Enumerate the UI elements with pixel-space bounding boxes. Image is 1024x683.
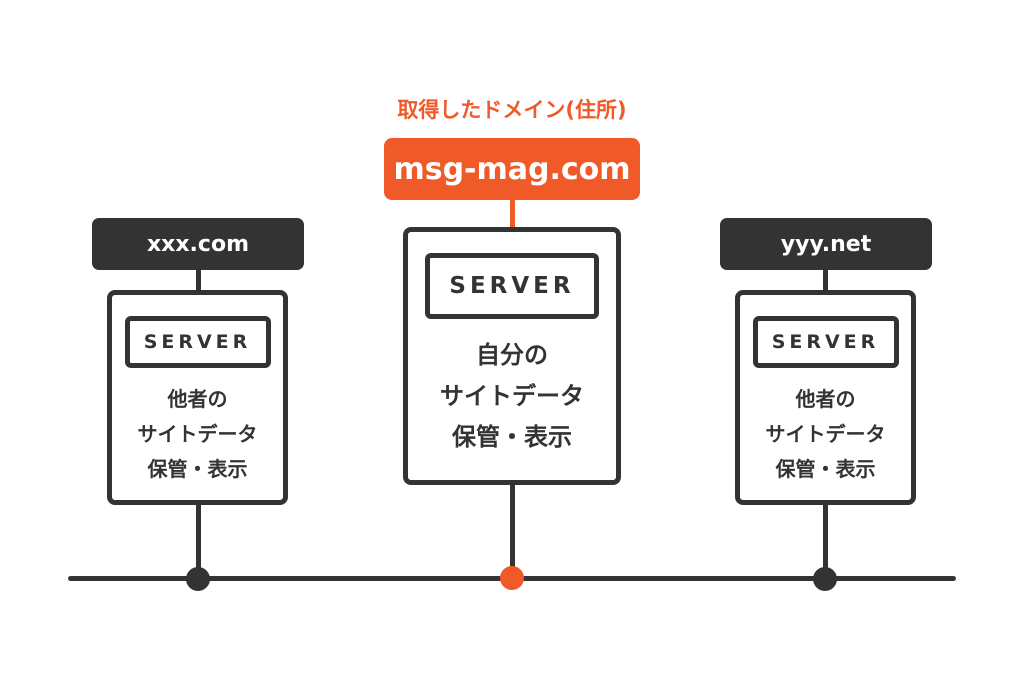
server-box-center: SERVER 自分の サイトデータ 保管・表示 [403,227,621,485]
connector-left-top [196,268,201,292]
node-dot-center [500,566,524,590]
desc-line: サイトデータ [137,422,258,446]
server-description-left: 他者の サイトデータ 保管・表示 [138,382,258,487]
domain-label-left: xxx.com [92,218,304,270]
connector-right-bottom [823,503,828,578]
desc-line: 保管・表示 [452,423,572,451]
connector-center-bottom [510,483,515,578]
desc-line: 他者の [167,387,228,411]
server-label-left: SERVER [124,316,271,368]
node-dot-right [813,567,837,591]
server-label-right: SERVER [752,316,899,368]
node-dot-left [186,567,210,591]
server-box-left: SERVER 他者の サイトデータ 保管・表示 [107,290,288,505]
domain-label-center: msg-mag.com [384,138,640,200]
server-label-center: SERVER [425,253,599,319]
server-description-right: 他者の サイトデータ 保管・表示 [766,382,886,487]
desc-line: 保管・表示 [147,457,248,481]
server-description-center: 自分の サイトデータ 保管・表示 [440,335,584,458]
desc-line: サイトデータ [765,422,886,446]
desc-line: 他者の [795,387,856,411]
connector-left-bottom [196,503,201,578]
desc-line: サイトデータ [440,382,584,410]
server-box-right: SERVER 他者の サイトデータ 保管・表示 [735,290,916,505]
connector-right-top [823,268,828,292]
connector-center-top [510,198,515,229]
desc-line: 自分の [476,341,548,369]
desc-line: 保管・表示 [775,457,876,481]
domain-label-right: yyy.net [720,218,932,270]
caption-own-domain: 取得したドメイン(住所) [397,98,627,122]
